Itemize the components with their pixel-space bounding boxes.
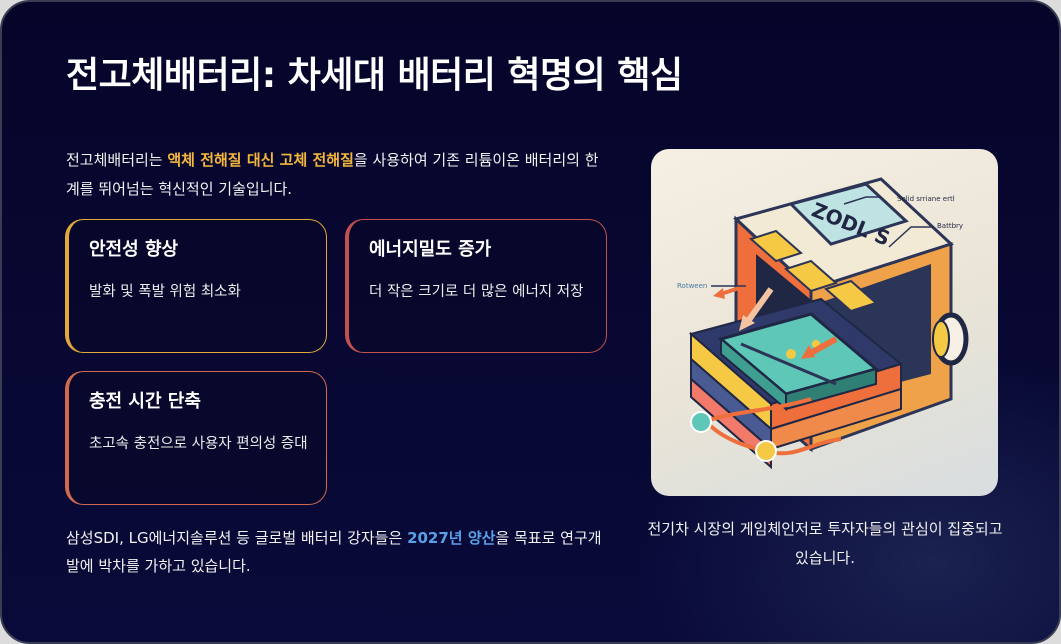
- battery-illustration: ZODL S: [651, 149, 998, 496]
- feature-card-desc: 더 작은 크기로 더 많은 에너지 저장: [369, 284, 584, 300]
- intro-paragraph: 전고체배터리는 액체 전해질 대신 고체 전해질을 사용하여 기존 리튬이온 배…: [66, 146, 611, 204]
- feature-card-desc: 초고속 충전으로 사용자 편의성 증대: [89, 436, 308, 452]
- outro-paragraph: 삼성SDI, LG에너지솔루션 등 글로벌 배터리 강자들은 2027년 양산을…: [66, 524, 611, 580]
- feature-card-title: 충전 시간 단축: [89, 391, 201, 412]
- page-title: 전고체배터리: 차세대 배터리 혁명의 핵심: [66, 55, 683, 96]
- intro-text-after: 을 사용하여 기존 리튬이온 배터리의 한계를 뛰어넘는 혁신적인 기술입니다.: [66, 151, 599, 198]
- feature-card-energy-density: 에너지밀도 증가 더 작은 크기로 더 많은 에너지 저장: [345, 219, 607, 353]
- illustration-label-battery: Battbry: [937, 222, 963, 230]
- outro-text-after: 을 목표로 연구개발에 박차를 가하고 있습니다.: [66, 529, 602, 575]
- feature-card-charging-time: 충전 시간 단축 초고속 충전으로 사용자 편의성 증대: [65, 371, 327, 505]
- feature-card-desc: 발화 및 폭발 위험 최소화: [89, 284, 241, 300]
- feature-card-safety: 안전성 향상 발화 및 폭발 위험 최소화: [65, 219, 327, 353]
- feature-card-title: 안전성 향상: [89, 239, 179, 260]
- illustration-label-between: Rotween: [677, 282, 707, 290]
- illustration-label-solid: Solid srriane ertl: [897, 195, 955, 203]
- intro-text-before: 전고체배터리는: [66, 151, 168, 169]
- outro-text-before: 삼성SDI, LG에너지솔루션 등 글로벌 배터리 강자들은: [66, 529, 408, 547]
- feature-card-title: 에너지밀도 증가: [369, 239, 492, 260]
- battery-illustration-svg: ZODL S: [677, 177, 969, 470]
- image-caption: 전기차 시장의 게임체인저로 투자자들의 관심이 집중되고 있습니다.: [647, 520, 1003, 567]
- intro-highlight: 액체 전해질 대신 고체 전해질: [167, 151, 354, 169]
- outro-highlight: 2027년 양산: [407, 529, 496, 547]
